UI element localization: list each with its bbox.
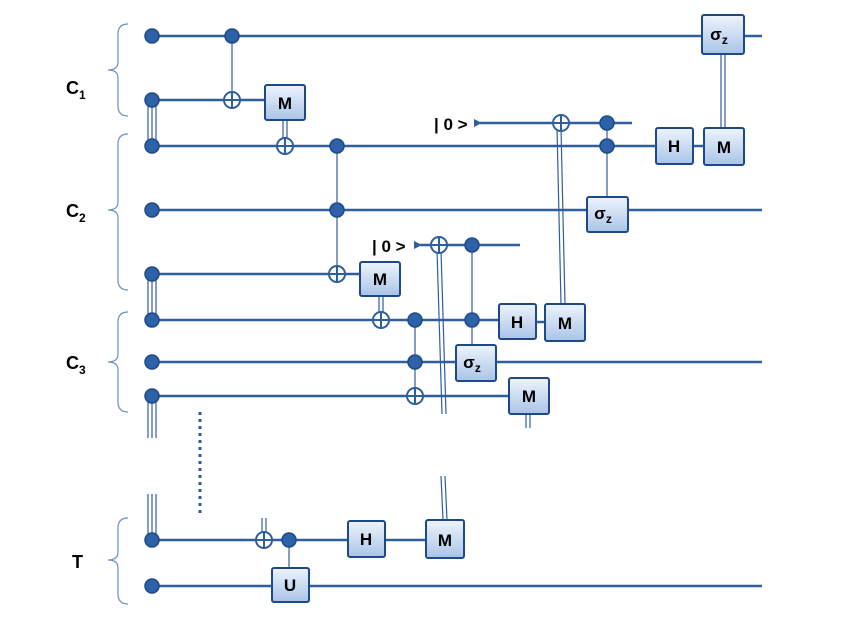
gate-measure-c3-a: M: [544, 303, 586, 342]
arrow-ancilla-1: [474, 119, 482, 127]
svg-text:M: M: [373, 270, 387, 289]
gate-hadamard-c2: H: [655, 127, 694, 165]
gate-hadamard-c3: H: [498, 303, 537, 340]
control-dot: [224, 28, 240, 44]
svg-text:H: H: [511, 313, 523, 332]
svg-text:M: M: [717, 138, 731, 157]
svg-text:H: H: [360, 530, 372, 549]
control-dot: [464, 312, 480, 328]
control-dot: [329, 138, 345, 154]
qubit-dot: [144, 312, 160, 328]
gate-measure-t: M: [425, 519, 465, 559]
control-dot: [329, 202, 345, 218]
register-label-t: T: [72, 552, 83, 572]
classical-feeds: [261, 54, 726, 534]
qubit-dot: [144, 532, 160, 548]
svg-text:M: M: [278, 94, 292, 113]
brace-c2: [107, 133, 129, 291]
svg-text:σz: σz: [594, 204, 612, 226]
qubit-dot: [144, 578, 160, 594]
qubit-dot: [144, 388, 160, 404]
register-label-c1: C1: [66, 78, 86, 102]
control-dot: [281, 532, 297, 548]
qubit-dot: [144, 28, 160, 44]
svg-text:M: M: [438, 531, 452, 550]
cnot-target: [223, 91, 241, 109]
cnot-target: [276, 137, 294, 155]
cnot-target: [255, 531, 273, 549]
control-dot: [407, 312, 423, 328]
svg-text:σz: σz: [463, 353, 481, 375]
ancilla-label-1: | 0 >: [434, 115, 468, 134]
arrow-ancilla-2: [414, 241, 422, 249]
svg-text:M: M: [522, 387, 536, 406]
ancilla-label-2: | 0 >: [372, 237, 406, 256]
gate-measure-c3-b: M: [508, 377, 550, 415]
control-dot: [599, 138, 615, 154]
control-lines: [231, 36, 608, 568]
svg-text:H: H: [668, 137, 680, 156]
control-dot: [464, 237, 480, 253]
cnot-target: [552, 114, 570, 132]
brace-t: [107, 517, 129, 605]
control-dots: [144, 28, 615, 594]
qubit-dot: [144, 92, 160, 108]
control-dot: [599, 115, 615, 131]
gate-hadamard-t: H: [347, 520, 386, 558]
qubit-dot: [144, 202, 160, 218]
cnot-target: [430, 236, 448, 254]
register-label-c3: C3: [66, 353, 86, 377]
cnot-target: [372, 311, 390, 329]
cnot-target: [406, 387, 424, 405]
gate-sigma-z-c3: σz: [455, 344, 497, 382]
gate-sigma-z-c1: σz: [701, 14, 745, 55]
gate-measure-top: M: [703, 127, 745, 166]
gate-measure-c2: M: [359, 261, 401, 297]
qubit-dot: [144, 138, 160, 154]
register-label-c2: C2: [66, 201, 86, 225]
gate-unitary-t: U: [271, 567, 310, 603]
cnot-target: [328, 265, 346, 283]
svg-text:U: U: [284, 576, 296, 595]
brace-c1: [107, 23, 129, 117]
qubit-dot: [144, 266, 160, 282]
svg-text:σz: σz: [710, 25, 728, 47]
brace-c3: [107, 311, 129, 413]
qubit-dot: [144, 354, 160, 370]
gate-measure-c1: M: [264, 84, 306, 121]
gate-sigma-z-c2: σz: [586, 196, 629, 233]
control-dot: [407, 354, 423, 370]
svg-text:M: M: [558, 314, 572, 333]
cnot-targets: [223, 91, 570, 549]
register-braces: [107, 23, 129, 605]
